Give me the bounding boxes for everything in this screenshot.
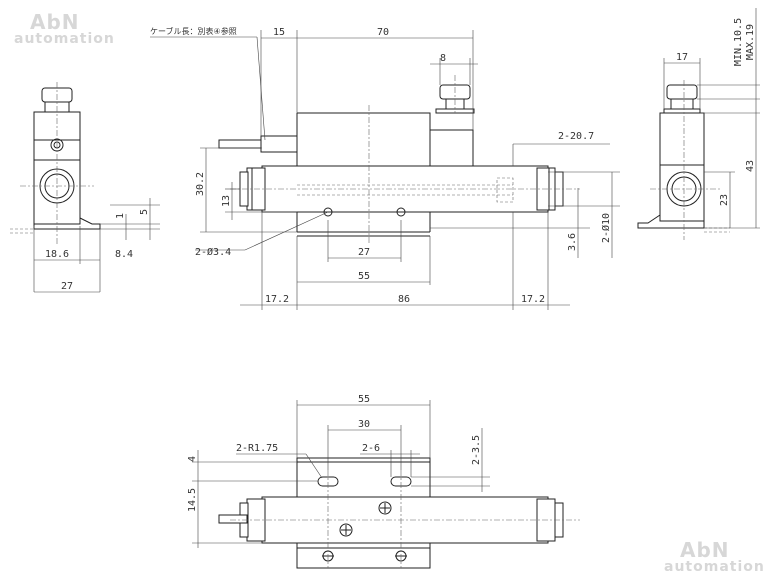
dim-27: 27 [358, 247, 370, 258]
dim-23: 23 [719, 194, 730, 206]
upper-body-outline [297, 112, 474, 166]
dim-b55: 55 [358, 394, 370, 405]
main-tube [261, 165, 549, 213]
dim-5: 5 [139, 209, 150, 215]
dim-min-10-5: MIN.10.5 [733, 18, 744, 66]
dim-27: 27 [61, 281, 73, 292]
right-bracket [637, 214, 705, 229]
watermark-subtitle: automation [664, 559, 765, 575]
right-body-outline [659, 112, 705, 222]
dim-55: 55 [358, 271, 370, 282]
watermark-bottom-right: AbN automation [664, 538, 765, 574]
left-side-view: 1 5 18.6 8.4 27 [10, 82, 160, 293]
dim-b14-5: 14.5 [187, 488, 198, 512]
dim-b2-6: 2-6 [362, 443, 380, 454]
watermark-brand: AbN [30, 10, 80, 34]
cable-length-note: ケーブル長：別表④参照 [150, 26, 237, 36]
right-knob [666, 84, 698, 100]
dim-43: 43 [745, 160, 756, 172]
mount-hole-left [323, 207, 333, 217]
right-side-view: 17 MIN.10.5 MAX.19 43 23 [637, 8, 760, 240]
dim-8-4: 8.4 [115, 249, 133, 260]
dim-70: 70 [377, 27, 389, 38]
dim-17: 17 [676, 52, 688, 63]
cable-gland [260, 135, 298, 153]
bottom-cable [218, 514, 248, 524]
dim-b4: 4 [187, 456, 198, 462]
dim-b2-r1-75: 2-R1.75 [236, 443, 278, 454]
dim-18-6: 18.6 [45, 249, 69, 260]
dim-b30: 30 [358, 419, 370, 430]
dim-15: 15 [273, 27, 285, 38]
dim-1: 1 [115, 213, 126, 219]
watermark-subtitle: automation [14, 31, 115, 47]
screw-icon [339, 523, 353, 537]
dim-17-2-left: 17.2 [265, 294, 289, 305]
dim-13: 13 [221, 195, 232, 207]
cable-shape [218, 139, 262, 149]
watermark-top-left: AbN automation [14, 10, 115, 46]
dim-b2-3-5: 2-3.5 [471, 435, 482, 465]
dim-30-2: 30.2 [195, 172, 206, 196]
watermark-brand: AbN [680, 538, 730, 562]
screw-icon [378, 501, 392, 515]
dim-86: 86 [398, 294, 410, 305]
dim-2-phi3-4: 2-Ø3.4 [195, 246, 231, 258]
dim-max-19: MAX.19 [745, 24, 756, 60]
bottom-view: 55 30 2-6 2-R1.75 2-3.5 4 14.5 [187, 394, 580, 569]
mount-hole-right [396, 207, 406, 217]
dim-2-20-7: 2-20.7 [558, 131, 594, 142]
dim-2-phi10: 2-Ø10 [600, 213, 612, 243]
dim-3-6: 3.6 [567, 233, 578, 251]
dim-8: 8 [440, 53, 446, 64]
dim-17-2-right: 17.2 [521, 294, 545, 305]
front-view: ケーブル長：別表④参照 15 70 8 2-20.7 30.2 13 2-Ø3.… [150, 26, 620, 310]
